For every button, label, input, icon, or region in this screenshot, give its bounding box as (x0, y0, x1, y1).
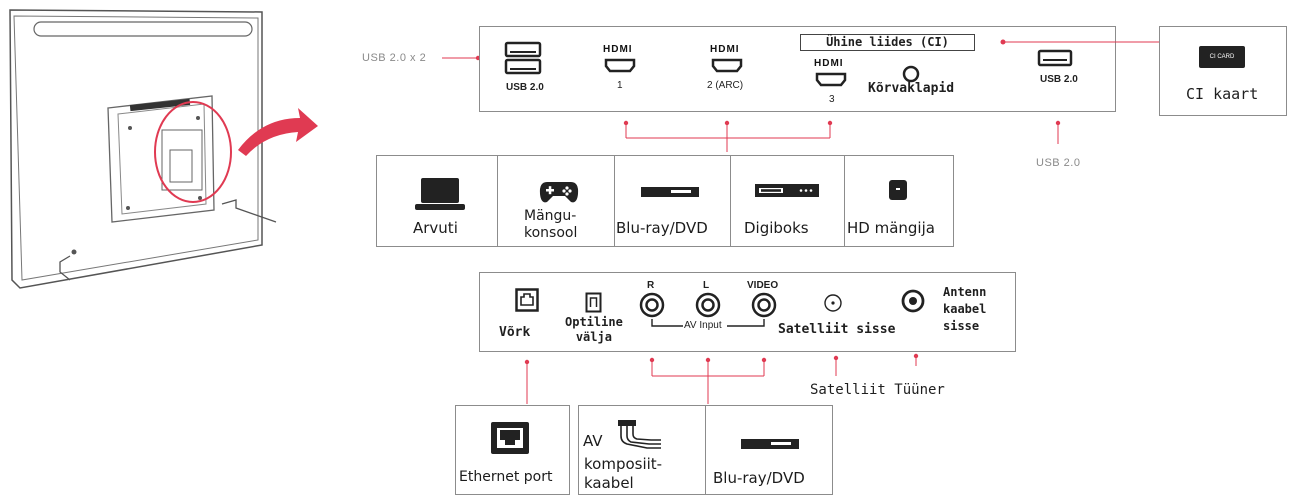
ci-card-chip: CI CARD (1199, 46, 1245, 68)
hdmi2-logo: HDMI (710, 44, 740, 55)
media-player-icon (889, 180, 907, 200)
gamepad-icon (539, 182, 579, 203)
network-connector-line (524, 359, 530, 404)
satellite-in-label: Satelliit sisse (778, 322, 896, 337)
usb-icon (1037, 49, 1073, 67)
av-cable-label: komposiit- kaabel (584, 455, 663, 492)
computer-label: Arvuti (413, 219, 458, 237)
headphone-jack-icon (902, 65, 920, 83)
optical-port-icon (585, 292, 602, 313)
rca-l-icon (695, 292, 721, 318)
ci-card-chip-text: CI CARD (1209, 54, 1235, 60)
bluray-label: Blu-ray/DVD (616, 219, 708, 237)
set-top-box-icon (755, 184, 819, 197)
hdmi1-logo: HDMI (603, 44, 633, 55)
bottom-port-panel (479, 272, 1016, 352)
hdmi-port-icon (815, 72, 847, 87)
hdmi-bracket-lines (623, 120, 833, 152)
usb-left-label: USB 2.0 (506, 82, 544, 93)
satellite-tuner-label: Satelliit Tüüner (810, 382, 945, 398)
usb-pair-label: USB 2.0 x 2 (362, 52, 427, 64)
ci-connector-line (1000, 39, 1160, 45)
av-l-label: L (703, 280, 710, 291)
hdmi-port-icon (711, 58, 743, 73)
device-box-bluray (614, 155, 731, 247)
usb-dual-icon (504, 41, 542, 75)
satellite-connector-line (833, 355, 839, 376)
usb-right-connector-line (1055, 120, 1061, 144)
stb-label: Digiboks (744, 219, 809, 237)
ci-card-label: CI kaart (1186, 85, 1259, 103)
common-interface-label: Ühine liides (CI) (800, 34, 975, 51)
hdmi1-label: 1 (617, 80, 623, 91)
hdmi2-label: 2 (ARC) (707, 80, 744, 91)
device-box-console (497, 155, 615, 247)
arrow-icon (238, 108, 318, 156)
hdmi3-logo: HDMI (814, 58, 844, 69)
rca-r-icon (639, 292, 665, 318)
ethernet-label: Ethernet port (459, 469, 553, 485)
device-box-hdplayer (844, 155, 954, 247)
port-highlight-circle (154, 101, 232, 203)
usb-bottom-label: USB 2.0 (1036, 157, 1081, 169)
bluray-2-label: Blu-ray/DVD (713, 469, 805, 487)
device-box-stb (730, 155, 845, 247)
av-cable-top-label: AV (583, 432, 603, 450)
usb-right-label: USB 2.0 (1040, 74, 1078, 85)
bluray-player-icon (641, 187, 699, 197)
bluray-player-icon (741, 439, 799, 449)
av-r-label: R (647, 280, 655, 291)
av-bracket-lines (649, 357, 767, 404)
av-input-label: AV Input (684, 320, 722, 331)
optical-label: Optiline välja (565, 315, 623, 344)
hdmi-port-icon (604, 58, 636, 73)
av-cable-icon (618, 420, 661, 449)
satellite-in-icon (824, 294, 842, 312)
laptop-icon (415, 178, 465, 210)
top-port-panel (479, 26, 1116, 112)
av-rca-ports (639, 292, 777, 327)
ethernet-port-icon (491, 422, 529, 454)
antenna-in-icon (901, 289, 925, 313)
antenna-label: Antenn kaabel sisse (943, 285, 987, 333)
console-label: Mängu- konsool (524, 208, 578, 241)
network-label: Võrk (499, 325, 531, 340)
av-video-label: VIDEO (747, 280, 779, 291)
ci-card-box (1159, 26, 1287, 116)
device-box-av-cable (578, 405, 706, 495)
rca-video-icon (751, 292, 777, 318)
device-box-bluray-2 (705, 405, 833, 495)
antenna-connector-line (913, 353, 919, 366)
tv-back-illustration (9, 9, 318, 289)
hdplayer-label: HD mängija (847, 219, 935, 237)
network-port-icon (515, 288, 539, 312)
hdmi3-label: 3 (829, 94, 835, 105)
headphones-label: Kõrvaklapid (868, 81, 955, 96)
